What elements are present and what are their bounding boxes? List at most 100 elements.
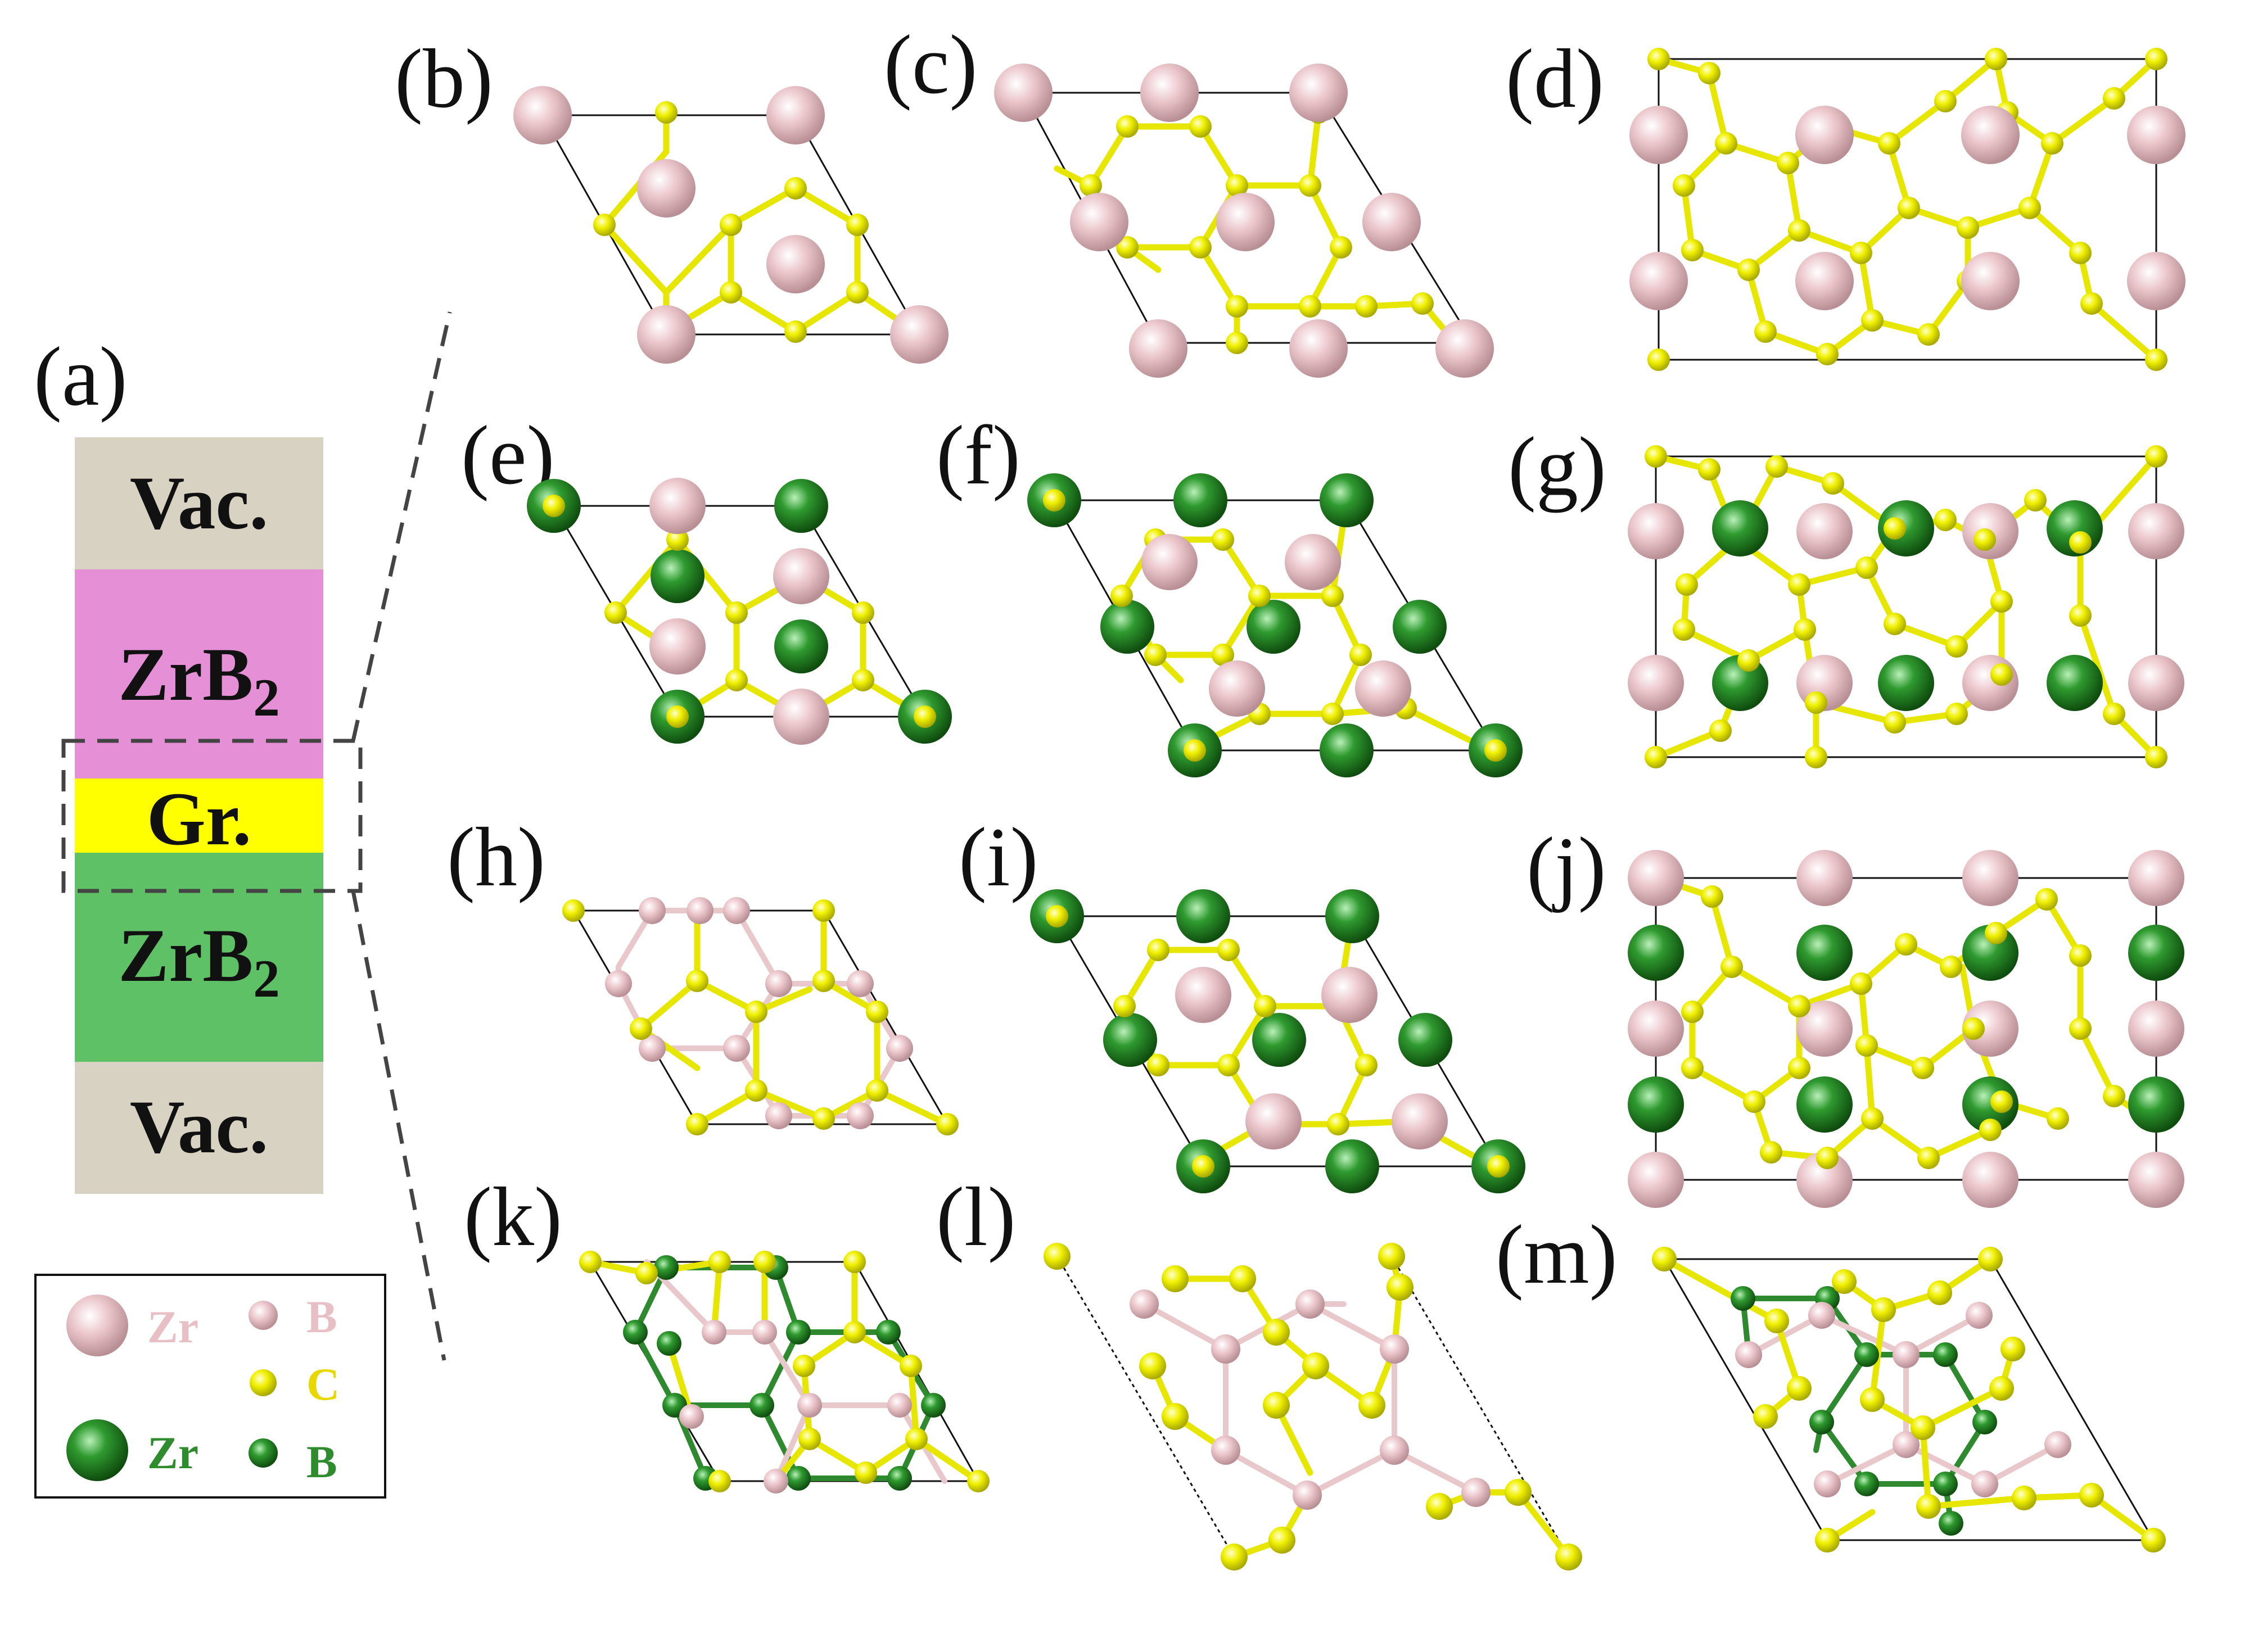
zr-top-atom [637,305,696,364]
c-c-bond [1706,70,1729,147]
b-b-bond-bottom [1819,1352,1869,1425]
carbon-atom [1647,48,1670,70]
b-top-atom [639,1035,666,1062]
carbon-atom [1990,1090,2013,1113]
b-b-bond-bottom [1943,1352,1988,1425]
panel-l-structure [1044,1243,1582,1570]
panel-f-structure [1027,473,1523,777]
c-c-bond [792,185,861,228]
carbon-atom [846,214,869,236]
carbon-atom [1737,649,1760,672]
carbon-atom [1979,1119,2002,1141]
legend-zr-bottom-atom [66,1419,128,1481]
carbon-atom [1934,509,1957,531]
carbon-atom [846,281,869,304]
zr-top-atom [1628,655,1684,711]
b-top-atom [1966,1302,1993,1329]
atom-group [1175,967,1448,1149]
b-b-bond-top [1746,1312,1825,1357]
zr-top-atom [1628,850,1684,906]
b-top-atom [1380,1334,1409,1364]
atom-group [1141,534,1411,717]
c-c-bond [874,1087,951,1128]
carbon-atom [1805,691,1827,714]
zr-top-atom [1355,660,1411,717]
carbon-atom [1989,1376,2014,1401]
zr-top-atom [2128,1152,2184,1208]
carbon-atom [2024,489,2047,512]
c-c-bond [1863,1042,1876,1122]
carbon-atom [784,177,807,200]
carbon-atom [1080,174,1102,197]
carbon-atom [725,669,748,691]
carbon-atom [1217,939,1240,961]
zr-bottom-atom [1325,889,1379,943]
b-top-atom [723,897,750,924]
carbon-atom [866,1079,888,1102]
zr-bottom-atom [2047,655,2103,711]
zr-top-atom [1796,850,1853,906]
carbon-atom [1299,174,1321,197]
layer-zrb2-top [75,569,323,779]
carbon-atom [1940,956,1962,978]
zr-bottom-atom [774,479,828,533]
zr-bottom-atom [1393,600,1447,654]
zr-top-atom [1070,193,1128,251]
carbon-atom [843,1321,866,1343]
carbon-atom [655,101,678,124]
b-bottom-atom [623,1320,648,1345]
c-c-bond [1796,564,1870,588]
b-b-bond-top [1304,1447,1397,1498]
carbon-atom [1816,1147,1839,1169]
b-top-atom [847,1102,874,1129]
carbon-atom [1884,711,1906,734]
c-c-bond [1886,140,1912,211]
carbon-atom [1832,1269,1857,1294]
c-c-bond [601,221,670,296]
zr-bottom-atom [1398,1013,1452,1067]
carbon-atom [798,1428,821,1450]
carbon-atom [1962,1017,1985,1040]
c-c-bond [1925,1126,1994,1161]
carbon-atom [1321,703,1344,725]
carbon-atom [1794,618,1816,641]
b-top-atom [1295,1289,1325,1319]
b-bottom-atom [1731,1286,1755,1311]
carbon-atom [2000,1337,2025,1361]
b-top-atom [639,897,666,924]
layer-graphene [75,779,323,853]
zr-bottom-atom [651,549,705,603]
carbon-atom [1263,1319,1290,1346]
panel-label-j: (j) [1527,820,1606,913]
carbon-atom [2069,242,2092,264]
atom-group [1044,1243,1582,1570]
b-bottom-atom [1933,1472,1958,1496]
carbon-atom [1043,489,1065,512]
carbon-atom [562,899,585,922]
carbon-atom [686,970,708,992]
carbon-atom [725,601,748,624]
panel-j-structure [1628,850,2184,1208]
atom-group [1030,889,1525,1193]
b-b-bond-top [1307,1301,1397,1352]
b-top-atom [752,1320,777,1345]
c-c-bond [728,185,799,228]
zr-top-atom [1245,1093,1302,1149]
zr-top-atom [773,689,829,745]
legend-b-top-atom [249,1301,278,1330]
carbon-atom [1378,1243,1405,1270]
b-b-bond-top [1392,1447,1479,1495]
carbon-atom [1860,1387,1885,1412]
layer-zrb2-bottom [75,853,323,1062]
carbon-atom [2145,48,2167,70]
zr-bottom-atom [1176,889,1230,943]
zr-top-atom [1216,193,1275,251]
panel-m-structure [1652,1247,2166,1553]
zr-bottom-atom [1252,1013,1306,1067]
carbon-atom [1978,1247,2003,1271]
panel-label-l: (l) [936,1170,1016,1264]
zr-top-atom [637,159,696,218]
atom-group [638,907,951,1128]
b-b-bond-bottom [759,1329,801,1408]
zr-top-atom [1961,106,2020,164]
